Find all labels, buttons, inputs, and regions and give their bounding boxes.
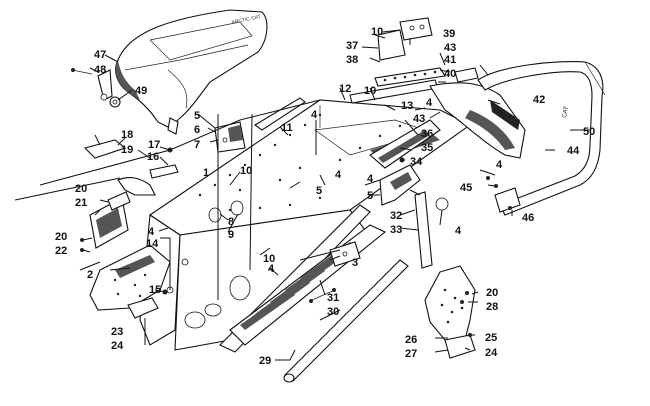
callout-4e: 4 xyxy=(367,173,374,185)
callout-16: 16 xyxy=(147,151,159,163)
callout-19: 19 xyxy=(121,144,133,156)
leader-lines xyxy=(14,29,590,361)
callout-5c: 5 xyxy=(367,190,373,202)
callout-29: 29 xyxy=(259,355,271,367)
callout-46: 46 xyxy=(522,212,534,224)
callout-41: 41 xyxy=(444,54,456,66)
callout-9: 9 xyxy=(228,229,234,241)
callout-2: 2 xyxy=(87,269,93,281)
callout-40: 40 xyxy=(444,68,456,80)
seat: ARCTIC CAT xyxy=(115,9,268,129)
cap-9 xyxy=(230,200,244,216)
callout-1: 1 xyxy=(203,167,209,179)
callout-33: 33 xyxy=(390,224,402,236)
heat-exchanger xyxy=(253,97,306,131)
vent-bracket xyxy=(107,191,131,211)
callout-5a: 5 xyxy=(194,110,200,122)
bumper-end-cap xyxy=(494,187,521,213)
callout-38: 38 xyxy=(346,54,358,66)
callout-48: 48 xyxy=(94,64,106,76)
callout-25: 25 xyxy=(485,332,497,344)
callout-12: 12 xyxy=(339,83,351,95)
seat-strap-bracket xyxy=(97,69,113,101)
callout-4g: 4 xyxy=(455,225,462,237)
callout-10b: 10 xyxy=(263,253,275,265)
callout-37: 37 xyxy=(346,40,358,52)
callout-14: 14 xyxy=(146,238,159,250)
callout-4c: 4 xyxy=(268,263,275,275)
reflector-41 xyxy=(454,67,479,83)
callout-20a: 20 xyxy=(75,183,87,195)
right-foot-guard xyxy=(444,334,476,359)
callout-42: 42 xyxy=(533,94,545,106)
callout-35: 35 xyxy=(421,142,433,154)
callout-labels: 1 2 3 4 4 4 4 4 4 4 4 5 5 5 6 7 8 9 10 1… xyxy=(55,26,595,367)
callout-6: 6 xyxy=(194,124,200,136)
callout-50: 50 xyxy=(583,126,595,138)
callout-3: 3 xyxy=(352,257,358,269)
callout-26: 26 xyxy=(405,334,417,346)
callout-39: 39 xyxy=(443,28,455,40)
callout-4b: 4 xyxy=(148,226,155,238)
fuel-line xyxy=(149,164,179,179)
callout-4a: 4 xyxy=(311,109,318,121)
callout-10a: 10 xyxy=(240,165,252,177)
right-footrest xyxy=(424,265,476,341)
cap-8 xyxy=(208,207,222,223)
callout-4f: 4 xyxy=(496,159,503,171)
callout-32: 32 xyxy=(390,210,402,222)
rear-bumper-strap xyxy=(414,191,433,269)
callout-4h: 4 xyxy=(426,97,433,109)
callout-24a: 24 xyxy=(111,340,124,352)
callout-20b: 20 xyxy=(55,231,67,243)
rear-mount-plate xyxy=(399,17,433,41)
screw xyxy=(71,68,75,72)
callout-30: 30 xyxy=(327,306,339,318)
callout-36: 36 xyxy=(421,128,433,140)
callout-21: 21 xyxy=(75,197,87,209)
callout-23: 23 xyxy=(111,326,123,338)
callout-10c: 10 xyxy=(371,26,383,38)
rear-crossbar xyxy=(374,67,446,87)
callout-5b: 5 xyxy=(316,185,322,197)
seat-rear-hook xyxy=(167,117,179,135)
callout-24b: 24 xyxy=(485,347,498,359)
tube-clamp xyxy=(117,176,156,196)
callout-49: 49 xyxy=(135,85,147,97)
bumper-logo-text: CAT xyxy=(562,106,570,119)
callout-15: 15 xyxy=(149,284,161,296)
callout-20c: 20 xyxy=(486,287,498,299)
callout-11: 11 xyxy=(281,122,293,134)
callout-43a: 43 xyxy=(444,42,456,54)
callout-10d: 10 xyxy=(364,85,376,97)
callout-45: 45 xyxy=(460,182,472,194)
callout-34: 34 xyxy=(410,156,423,168)
hood-pad xyxy=(83,139,127,159)
callout-8: 8 xyxy=(228,216,234,228)
seat-bolt xyxy=(100,93,108,101)
callout-31: 31 xyxy=(327,292,339,304)
left-foot-guard xyxy=(127,297,159,319)
callout-28: 28 xyxy=(486,301,498,313)
callout-44: 44 xyxy=(567,145,580,157)
callout-7: 7 xyxy=(194,139,200,151)
callout-43b: 43 xyxy=(413,113,425,125)
callout-13: 13 xyxy=(401,100,413,112)
callout-47: 47 xyxy=(94,49,106,61)
callout-27: 27 xyxy=(405,348,417,360)
callout-18: 18 xyxy=(121,129,133,141)
callout-17: 17 xyxy=(148,139,160,151)
callout-4d: 4 xyxy=(335,169,342,181)
callout-22: 22 xyxy=(55,245,67,257)
